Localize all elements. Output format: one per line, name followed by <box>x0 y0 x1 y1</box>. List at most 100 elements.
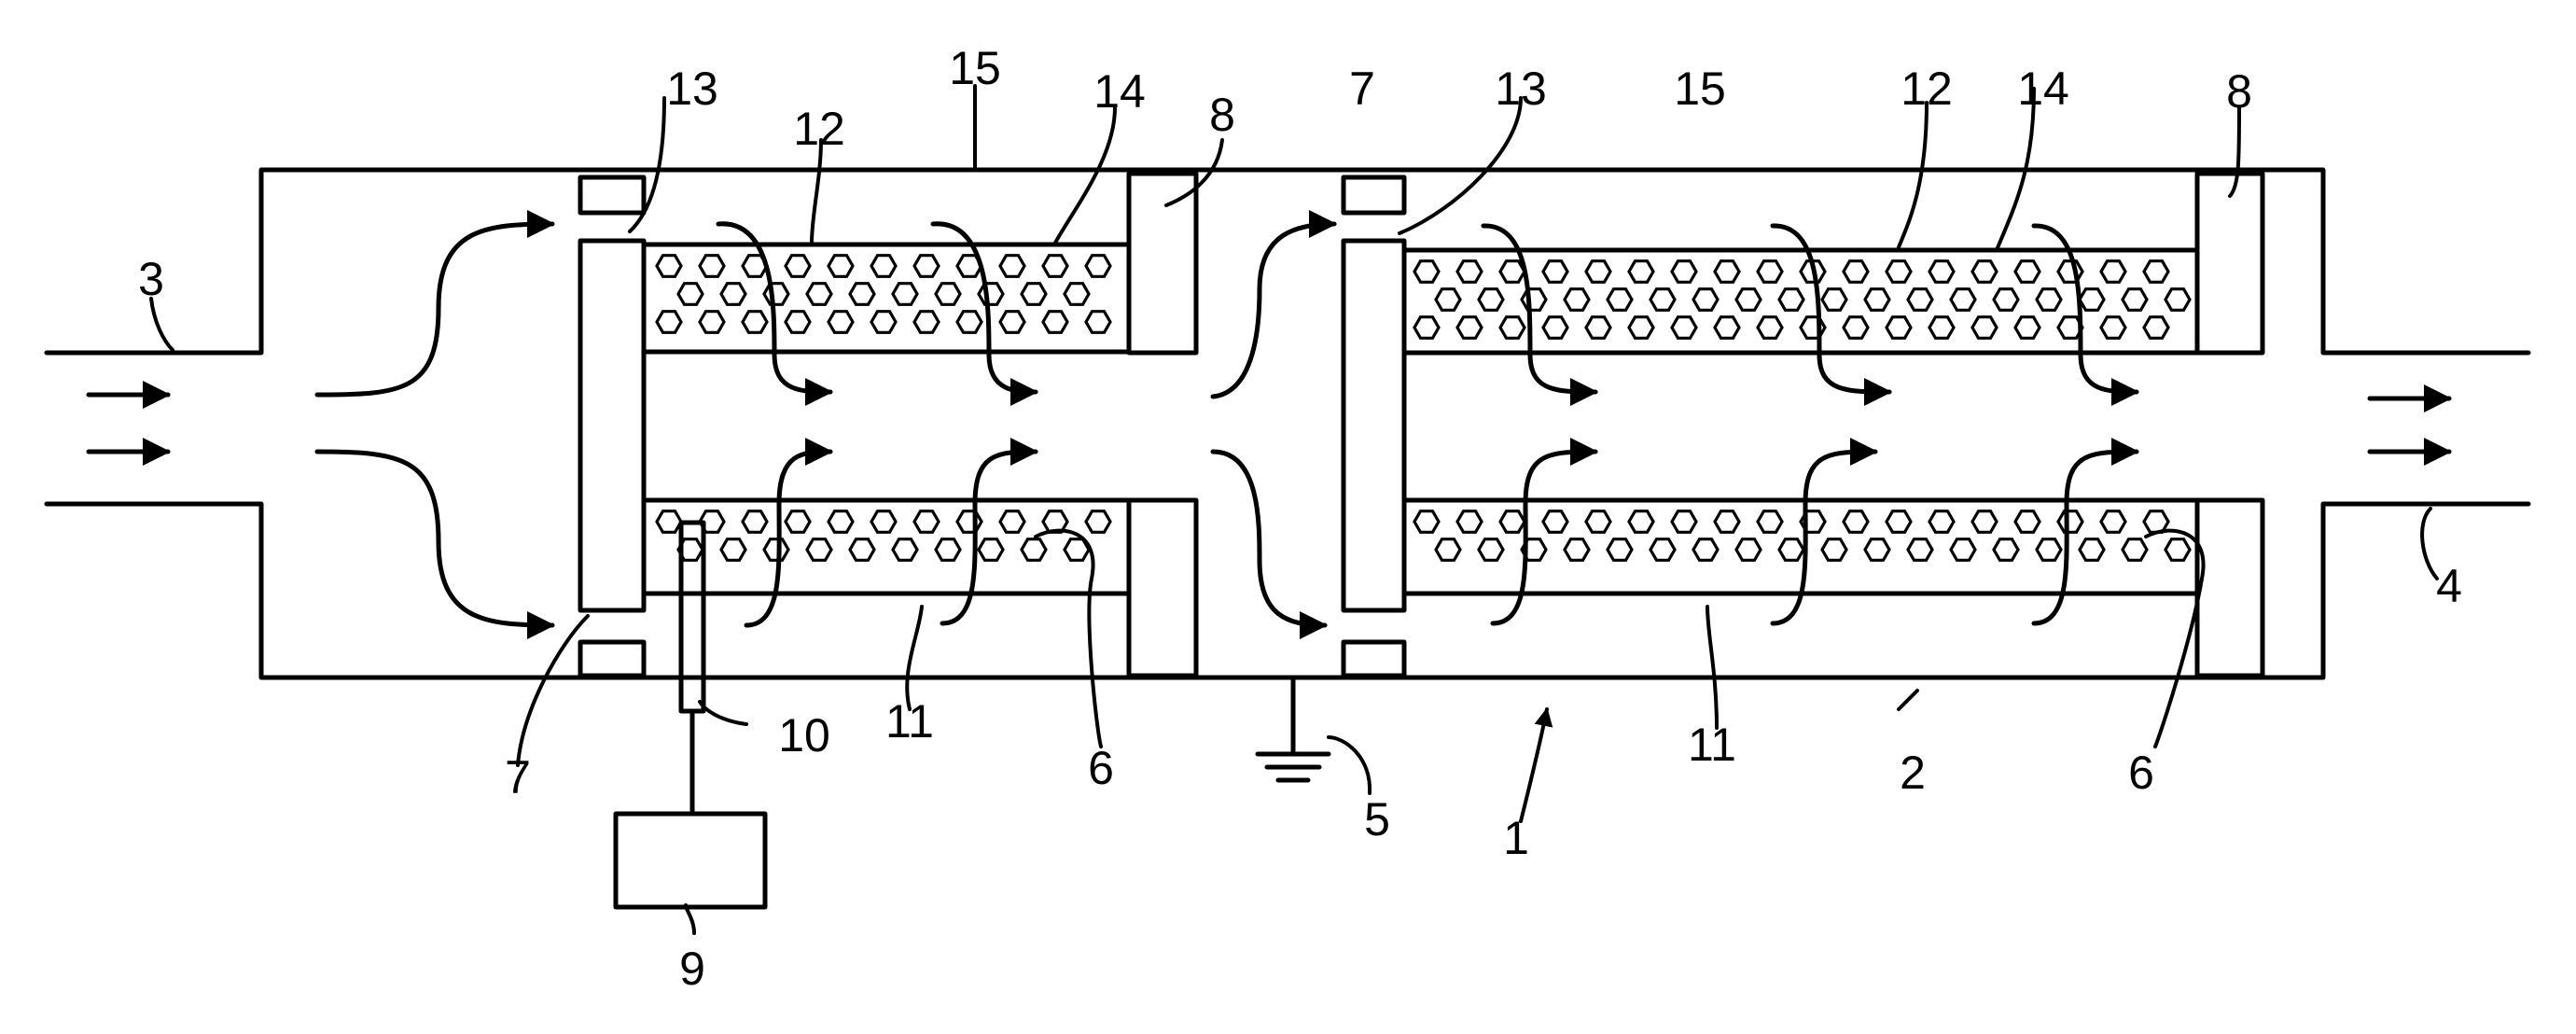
particle-cell <box>1543 317 1567 339</box>
particle-cell <box>1908 539 1932 561</box>
particle-cell <box>657 312 681 333</box>
particle-cell <box>1479 539 1503 561</box>
particle-cell <box>1086 511 1110 533</box>
particle-cell <box>1715 261 1739 283</box>
particle-cell <box>1436 289 1460 311</box>
plug-front-1 <box>580 241 644 610</box>
particle-cell <box>2058 511 2082 533</box>
particle-cell <box>2080 539 2104 561</box>
particle-cell <box>1844 261 1868 283</box>
particle-cell <box>1457 261 1482 283</box>
plug-bottom-small-2 <box>1344 642 1404 676</box>
particle-cell <box>1779 289 1803 311</box>
particle-cell <box>2015 317 2040 339</box>
particle-cell <box>1522 289 1546 311</box>
label-gap-2: 13 <box>1495 63 1547 115</box>
label-plug-rear-2: 8 <box>2226 65 2252 118</box>
label-particles-1: 12 <box>793 103 845 155</box>
particle-cell <box>2101 261 2125 283</box>
particle-cell <box>979 284 1003 305</box>
particle-cell <box>1022 539 1046 561</box>
particle-cell <box>2144 511 2168 533</box>
label-housing: 1 <box>1503 812 1529 864</box>
particle-cell <box>1736 539 1761 561</box>
particle-cell <box>1972 317 1997 339</box>
label-outlet: 4 <box>2436 560 2462 612</box>
label-filter-top-1: 14 <box>1093 65 1146 118</box>
particle-cell <box>828 256 853 277</box>
label-plug-front-2: 7 <box>1349 63 1375 115</box>
plug-rear-lower-2 <box>2197 500 2263 676</box>
particle-cell <box>1908 289 1932 311</box>
particle-cell <box>2144 261 2168 283</box>
plug-rear-upper-2 <box>2197 174 2263 353</box>
particle-cell <box>893 539 917 561</box>
particle-cell <box>1586 317 1610 339</box>
particle-cell <box>871 256 896 277</box>
particle-cell <box>1414 317 1439 339</box>
plug-bottom-small-1 <box>580 642 644 676</box>
particle-cell <box>1414 511 1439 533</box>
particle-cell <box>743 312 767 333</box>
plug-top-small-1 <box>580 177 644 213</box>
label-ground: 5 <box>1364 793 1390 845</box>
particle-cell <box>1844 317 1868 339</box>
particle-cell <box>2123 539 2147 561</box>
outlet-arrows <box>2370 398 2449 452</box>
filter-element-lower-1 <box>644 500 1129 594</box>
leader-lines <box>151 86 2437 933</box>
label-filter-top-2: 14 <box>2017 63 2069 115</box>
particle-cell <box>786 511 810 533</box>
particle-cell <box>1650 539 1675 561</box>
particle-cell <box>1565 289 1589 311</box>
particle-cell <box>871 511 896 533</box>
particle-cell <box>1022 284 1046 305</box>
housing-outline <box>47 170 2528 678</box>
particle-cell <box>1479 289 1503 311</box>
particle-cell <box>1715 317 1739 339</box>
particle-cell <box>2123 289 2147 311</box>
particle-cell <box>1822 289 1846 311</box>
particle-cell <box>2144 317 2168 339</box>
label-plug-rear-1: 8 <box>1209 89 1235 141</box>
particle-cell <box>1972 261 1997 283</box>
particle-cell <box>1994 289 2018 311</box>
particle-cell <box>657 256 681 277</box>
particle-cell <box>871 312 896 333</box>
label-outer-space-1: 15 <box>949 42 1001 94</box>
particle-cell <box>1951 289 1975 311</box>
particle-cell <box>1500 511 1525 533</box>
particle-cell <box>914 256 939 277</box>
particle-cell <box>1608 289 1632 311</box>
plug-rear-lower-1 <box>1129 500 1196 676</box>
particle-cell <box>1865 289 1889 311</box>
label-plug-front-1: 7 <box>505 751 531 803</box>
particle-cell <box>1500 317 1525 339</box>
particle-cell <box>657 511 681 533</box>
plug-front-2 <box>1344 241 1404 610</box>
particle-cell <box>1672 261 1696 283</box>
particle-cell <box>1887 317 1911 339</box>
particle-cell <box>764 539 788 561</box>
label-outer-space-2: 15 <box>1674 63 1726 115</box>
particle-cell <box>957 312 982 333</box>
particle-cell <box>1672 511 1696 533</box>
inlet-arrows <box>89 395 168 452</box>
label-gap-1: 13 <box>666 63 718 115</box>
particle-cell <box>936 539 960 561</box>
particle-cell <box>1951 539 1975 561</box>
particle-cell <box>1779 539 1803 561</box>
label-inlet: 3 <box>138 253 164 305</box>
plug-top-small-2 <box>1344 177 1404 213</box>
particle-cell <box>2015 511 2040 533</box>
particle-cell <box>1543 511 1567 533</box>
particle-cell <box>1887 261 1911 283</box>
particle-cell <box>721 539 745 561</box>
particle-cell <box>1994 539 2018 561</box>
particle-cell <box>1543 261 1567 283</box>
particle-cell <box>1629 317 1653 339</box>
particle-cell <box>807 284 831 305</box>
label-power-supply: 9 <box>679 943 705 995</box>
particle-cell <box>2080 289 2104 311</box>
